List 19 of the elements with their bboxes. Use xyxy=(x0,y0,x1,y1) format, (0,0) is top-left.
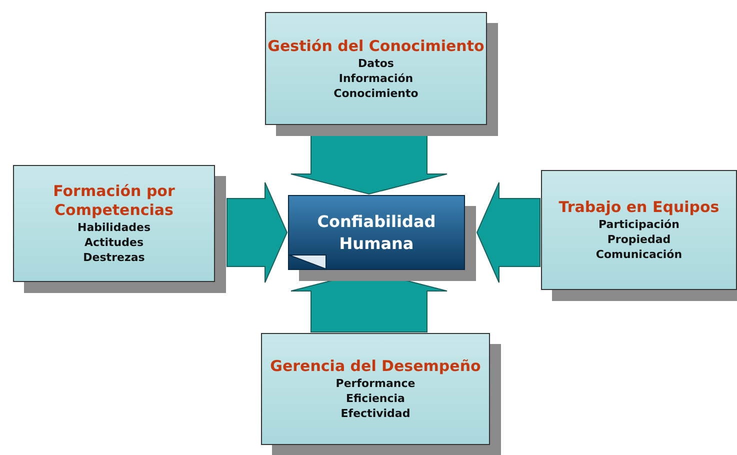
box-title: Confiabilidad Humana xyxy=(316,210,437,254)
list-item: Comunicación xyxy=(596,247,682,262)
list-item: Conocimiento xyxy=(334,86,418,100)
box-title: Gerencia del Desempeño xyxy=(270,357,481,376)
list-item: Destrezas xyxy=(83,250,145,265)
box-title: Trabajo en Equipos xyxy=(558,198,720,217)
list-item: Performance xyxy=(336,376,416,391)
box-title: Gestión del Conocimiento xyxy=(268,36,484,56)
list-item: Eficiencia xyxy=(346,391,405,406)
list-item: Participación xyxy=(598,217,680,232)
block-arrow xyxy=(226,182,288,283)
list-item: Efectividad xyxy=(340,406,410,421)
list-item: Datos xyxy=(358,56,394,70)
list-item: Actitudes xyxy=(84,235,144,250)
list-item: Habilidades xyxy=(78,220,150,235)
block-arrow xyxy=(476,182,540,283)
list-item: Información xyxy=(338,70,414,86)
box-title: Formación por Competencias xyxy=(52,182,176,220)
list-item: Propiedad xyxy=(607,232,671,247)
